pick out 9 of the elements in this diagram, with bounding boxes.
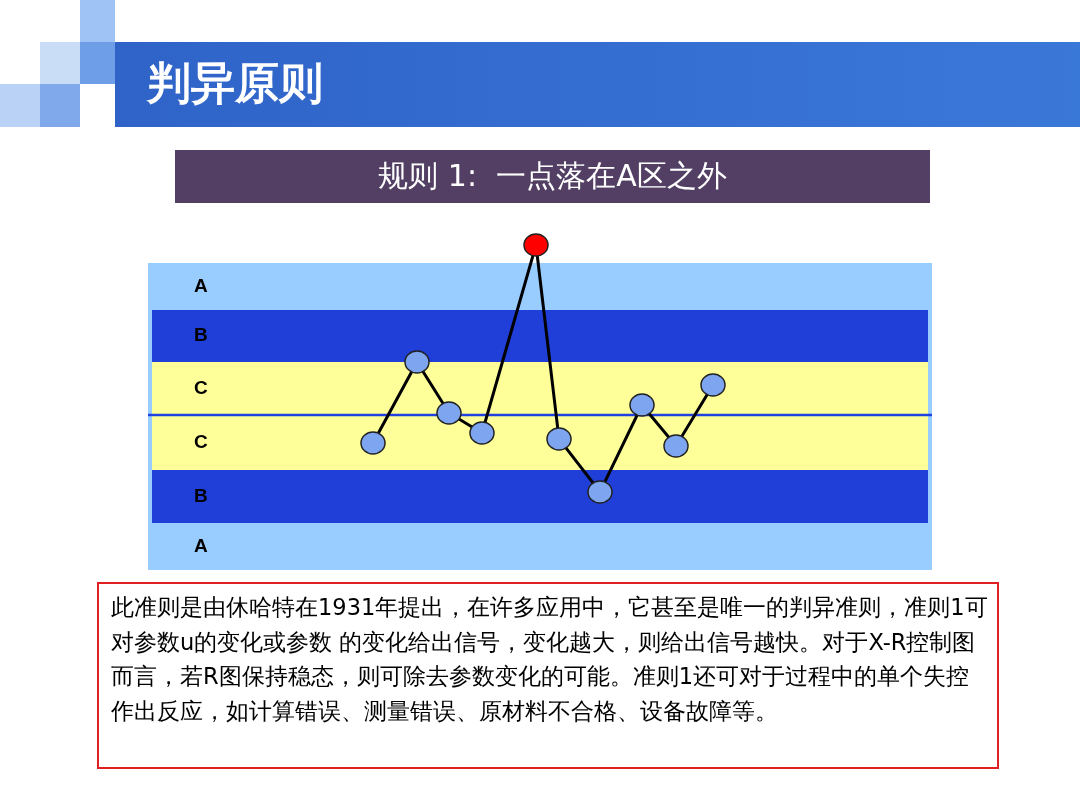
- page-title: 判异原则: [147, 56, 323, 110]
- zone-label: A: [194, 274, 208, 297]
- zone-label: A: [194, 534, 208, 557]
- zone-label: C: [194, 376, 208, 399]
- zone-label: B: [194, 484, 208, 507]
- zone-label: B: [194, 324, 208, 346]
- zone-label: C: [194, 430, 208, 453]
- description-text-box: 此准则是由休哈特在1931年提出，在许多应用中，它甚至是唯一的判异准则，准则1可对参数u的变化或参数 的变化给出信号，变化越大，则给出信号越快。对于X-R控制图而言，若R图保持稳态，则可除去参数变化的可能。准则1还可对于过程中的单个失控作出反应，如计算错误、测量错误、原材料不合格、设备故障等。: [97, 582, 999, 769]
- rule-heading-bar: 规则 1: 一点落在A区之外: [175, 150, 930, 203]
